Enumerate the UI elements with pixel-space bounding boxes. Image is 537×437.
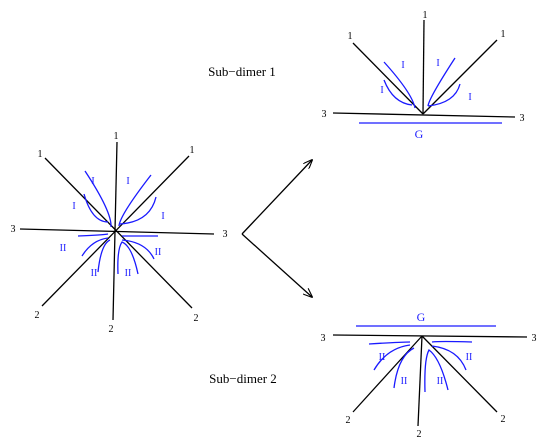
sd2-region-II-4: II xyxy=(437,376,444,387)
sd1-g-label: G xyxy=(415,127,424,141)
sd1-region-I-4: I xyxy=(468,92,471,103)
left-curve-II-a xyxy=(77,233,109,237)
left-curve-I-d xyxy=(119,196,157,225)
left-region-I-3: I xyxy=(72,201,75,212)
left-curve-II-d xyxy=(121,239,155,260)
left-region-I-2: I xyxy=(126,176,129,187)
left-region-II-3: II xyxy=(91,268,98,279)
sd1-label-1-left: 1 xyxy=(348,31,353,42)
sd1-curve-I-d xyxy=(427,83,461,107)
sub-dimer-2-caption: Sub−dimer 2 xyxy=(209,371,277,386)
sd1-line-vertical xyxy=(422,19,425,115)
left-label-1-topright: 1 xyxy=(190,145,195,156)
sd2-label-3-left: 3 xyxy=(321,333,326,344)
sd1-label-1-top: 1 xyxy=(423,10,428,21)
left-label-3-left: 3 xyxy=(11,224,16,235)
sd2-region-II-1: II xyxy=(379,352,386,363)
left-curve-II-f xyxy=(117,241,139,275)
sd1-curve-I-b xyxy=(383,79,413,106)
sd1-region-I-1: I xyxy=(401,60,404,71)
sd2-curve-II-a xyxy=(368,341,411,345)
left-label-1-topleft: 1 xyxy=(38,149,43,160)
sd1-curve-I-c xyxy=(427,57,456,107)
sd1-label-3-left: 3 xyxy=(322,109,327,120)
left-region-II-2: II xyxy=(155,247,162,258)
sd2-label-3-right: 3 xyxy=(532,333,537,344)
sd2-g-label: G xyxy=(417,310,426,324)
sd2-label-2-right: 2 xyxy=(501,414,506,425)
sub-dimer-1-vertex: 1 1 1 3 3 I I I I G Sub−dimer 1 xyxy=(208,10,524,141)
left-line-1-to-2-down xyxy=(44,157,193,309)
sd2-curve-II-e xyxy=(393,347,415,389)
left-star-vertex: 1 1 1 3 3 2 2 2 I I I I II II II II xyxy=(11,131,228,335)
left-region-II-4: II xyxy=(125,268,132,279)
sd1-line-horizontal xyxy=(332,112,516,118)
left-label-2-bottomleft: 2 xyxy=(35,310,40,321)
sd1-region-I-2: I xyxy=(436,58,439,69)
left-label-2-bottomright: 2 xyxy=(194,313,199,324)
sd1-label-1-right: 1 xyxy=(501,29,506,40)
left-curve-I-b xyxy=(83,193,109,223)
sd1-line-right-diagonal xyxy=(422,39,498,115)
arrow-to-sub-dimer-1 xyxy=(241,160,312,235)
sub-dimer-1-caption: Sub−dimer 1 xyxy=(208,64,276,79)
sd1-label-3-right: 3 xyxy=(520,113,525,124)
left-region-I-4: I xyxy=(161,211,164,222)
left-curve-I-a xyxy=(84,170,112,228)
left-region-I-1: I xyxy=(91,176,94,187)
left-label-2-bottom: 2 xyxy=(109,324,114,335)
left-label-3-right: 3 xyxy=(223,229,228,240)
sd2-curve-II-d xyxy=(431,345,467,371)
left-curve-II-b xyxy=(81,237,109,257)
left-line-horizontal xyxy=(19,228,215,235)
sd1-line-left-diagonal xyxy=(352,42,424,115)
arrow-to-sub-dimer-2 xyxy=(241,233,312,297)
sd2-curve-II-f xyxy=(424,349,449,393)
sd1-region-I-3: I xyxy=(380,85,383,96)
sd2-line-right-diagonal xyxy=(421,335,498,413)
sub-dimer-2-vertex: G 3 3 2 2 2 II II II II Sub−dimer 2 xyxy=(209,310,536,437)
sd2-region-II-3: II xyxy=(401,376,408,387)
left-label-1-top: 1 xyxy=(114,131,119,142)
left-region-II-1: II xyxy=(60,243,67,254)
sd2-curve-II-c xyxy=(431,340,473,343)
sd2-line-horizontal xyxy=(332,334,528,338)
sd1-curve-I-a xyxy=(383,61,416,109)
sd2-region-II-2: II xyxy=(466,352,473,363)
sd2-label-2-left: 2 xyxy=(346,415,351,426)
sd2-line-vertical xyxy=(417,335,423,427)
sd2-label-2-bottom: 2 xyxy=(417,429,422,437)
sd2-line-left-diagonal xyxy=(352,335,423,413)
left-curve-II-e xyxy=(97,239,111,273)
left-curve-I-c xyxy=(118,174,152,227)
sd2-curve-II-b xyxy=(373,344,411,371)
